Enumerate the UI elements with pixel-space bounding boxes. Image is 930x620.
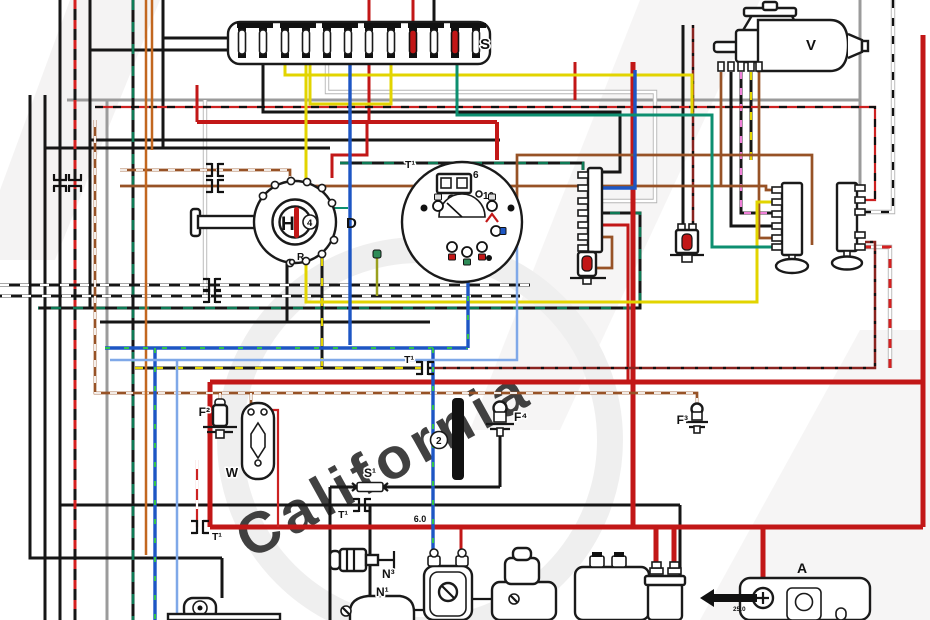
cable-connector bbox=[189, 518, 211, 536]
n1-label: N¹ bbox=[376, 585, 389, 599]
wire-gauge-25: 25.0 bbox=[733, 606, 746, 613]
battery: A 25.0 bbox=[700, 560, 872, 620]
f3-label: F³ bbox=[677, 413, 688, 427]
fuse-box-label: S bbox=[480, 36, 490, 53]
warning-lamps bbox=[432, 193, 507, 266]
orange-wires bbox=[144, 0, 154, 555]
fuel-gauge bbox=[438, 193, 486, 218]
red-fuse bbox=[450, 26, 460, 58]
inline-fuse: S¹ bbox=[351, 465, 389, 493]
wiper-motor: V bbox=[712, 0, 870, 73]
starter-solenoid bbox=[643, 561, 687, 620]
battery-label: A bbox=[797, 560, 807, 576]
red-power-wires bbox=[95, 0, 926, 592]
multi-pin-connector-center bbox=[570, 166, 606, 285]
warning-lamp bbox=[446, 241, 458, 261]
wiper-motor-label: V bbox=[806, 37, 816, 54]
cluster-terminal-6: 6 bbox=[473, 170, 479, 181]
ground-strap: 2 bbox=[429, 398, 464, 480]
two-color-dashed-wires bbox=[0, 0, 777, 620]
horn-terminals bbox=[258, 176, 339, 268]
regulator bbox=[573, 552, 651, 620]
ignition-switch-label: D bbox=[346, 215, 357, 232]
f4-label: F⁴ bbox=[514, 410, 527, 424]
washer-label: W bbox=[226, 465, 239, 480]
t1-label-red-cable: T¹ bbox=[212, 531, 222, 543]
sender-f3: F³ bbox=[675, 402, 708, 434]
oil-pressure-switch: F² bbox=[197, 398, 237, 439]
mount-bracket bbox=[166, 596, 282, 620]
wiper-motor-terminals bbox=[717, 61, 763, 72]
red-fuse bbox=[408, 26, 418, 58]
cylinder-component bbox=[490, 546, 558, 620]
horn-label: H bbox=[281, 214, 295, 235]
f2-label: F² bbox=[199, 405, 210, 419]
ground-cable-arrow: 25.0 bbox=[700, 589, 757, 613]
coil-box bbox=[422, 548, 474, 620]
indicator-lamp-right bbox=[670, 223, 704, 263]
n3-label: N³ bbox=[382, 567, 395, 581]
wire-gauge-6: 6.0 bbox=[414, 514, 427, 524]
black-wires bbox=[28, 0, 777, 620]
valve-n3: N³ bbox=[328, 547, 396, 583]
t1-label-row: T¹ bbox=[404, 354, 414, 366]
warning-lamp bbox=[432, 193, 444, 212]
warning-lamp bbox=[490, 225, 507, 237]
s1-label: S¹ bbox=[364, 466, 376, 480]
horn-terminal-number: 4 bbox=[307, 218, 313, 229]
warning-lamp bbox=[461, 246, 473, 266]
fuse-box: S bbox=[226, 20, 492, 66]
indicator-lamp bbox=[570, 250, 606, 285]
multi-pin-connector-right-a bbox=[771, 181, 810, 275]
ground-strap-number: 2 bbox=[436, 436, 442, 447]
dark-red-wires bbox=[429, 25, 877, 370]
horn-contact-bar bbox=[294, 207, 299, 238]
fuse-bus-bars bbox=[237, 23, 486, 28]
horn-ring-terminal-label: R bbox=[297, 252, 305, 263]
fuses bbox=[237, 26, 481, 58]
washer-reservoir: W bbox=[224, 401, 276, 482]
t1-label-bottom: T¹ bbox=[338, 509, 348, 521]
t1-label-cluster: T¹ bbox=[405, 159, 415, 171]
component-n1: N¹ bbox=[340, 584, 430, 620]
horn: H 4 R bbox=[189, 176, 339, 268]
warning-lamp bbox=[476, 241, 488, 261]
sender-f4: F⁴ bbox=[486, 400, 529, 437]
multi-pin-connector-right-b bbox=[830, 181, 866, 271]
instrument-cluster: 6 10 G¹ bbox=[400, 160, 524, 284]
warning-lamp bbox=[486, 193, 498, 212]
